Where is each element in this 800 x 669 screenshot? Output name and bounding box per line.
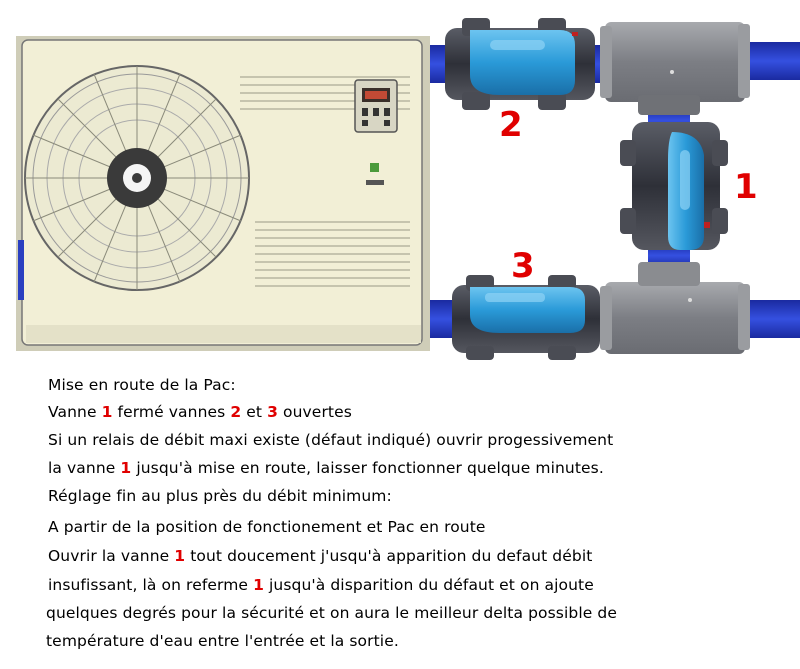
instruction-text-segment: tout doucement j'usqu'à apparition du de… [185,547,593,565]
valve-2 [445,18,595,110]
control-panel-icon [354,79,398,185]
valve-number: 1 [253,576,264,594]
diagram-svg: 2 1 3 [16,18,800,360]
instruction-line: Mise en route de la Pac: [48,376,236,394]
instruction-line: Ouvrir la vanne 1 tout doucement j'usqu'… [48,547,592,565]
instruction-line: quelques degrés pour la sécurité et on a… [46,604,617,622]
instruction-text-segment: A partir de la position de fonctionement… [48,518,486,536]
valve-number: 2 [230,403,242,421]
valve-number: 3 [267,403,278,421]
instruction-text-segment: jusqu'à disparition du défaut et on ajou… [263,576,594,594]
label-valve-2: 2 [499,105,523,145]
instruction-text-segment: insufissant, là on referme [48,576,254,594]
instruction-text-segment: Mise en route de la Pac: [48,376,236,394]
instruction-text-segment: ouvertes [278,403,352,421]
bypass-diagram: 2 1 3 [16,18,800,360]
tee-fitting-top [600,22,750,115]
instruction-line: Réglage fin au plus près du débit minimu… [48,487,392,505]
valve-3 [452,275,600,360]
label-valve-3: 3 [511,246,535,286]
instruction-text-segment: Vanne [48,403,102,421]
instruction-line: Si un relais de débit maxi existe (défau… [48,431,613,449]
instruction-text-segment: fermé vannes [112,403,231,421]
instruction-text-segment: Si un relais de débit maxi existe (défau… [48,431,614,449]
instruction-text-segment: Réglage fin au plus près du débit minimu… [48,487,392,505]
instruction-line: A partir de la position de fonctionement… [48,518,486,536]
instruction-text-segment: Ouvrir la vanne [48,547,175,565]
valve-number: 1 [174,547,186,565]
valve-number: 1 [101,403,113,421]
valve-1 [620,122,728,250]
instructions-text: Mise en route de la Pac: Vanne 1 fermé va… [0,370,800,665]
label-valve-1: 1 [734,167,758,207]
fan-icon [24,65,250,291]
heat-pump-unit [16,36,430,351]
instruction-text-segment: la vanne [48,459,121,477]
instruction-text-segment: jusqu'à mise en route, laisser fonctionn… [131,459,604,477]
instruction-text-segment: et [241,403,268,421]
instruction-line: la vanne 1 jusqu'à mise en route, laisse… [48,459,604,477]
instruction-line: température d'eau entre l'entrée et la s… [46,632,399,650]
tee-fitting-bottom [600,262,750,354]
instruction-text-segment: quelques degrés pour la sécurité et on a… [46,604,617,622]
valve-number: 1 [120,459,132,477]
instruction-line: insufissant, là on referme 1 jusqu'à dis… [48,576,594,594]
instruction-text-segment: température d'eau entre l'entrée et la s… [46,632,399,650]
instruction-line: Vanne 1 fermé vannes 2 et 3 ouvertes [48,403,352,421]
